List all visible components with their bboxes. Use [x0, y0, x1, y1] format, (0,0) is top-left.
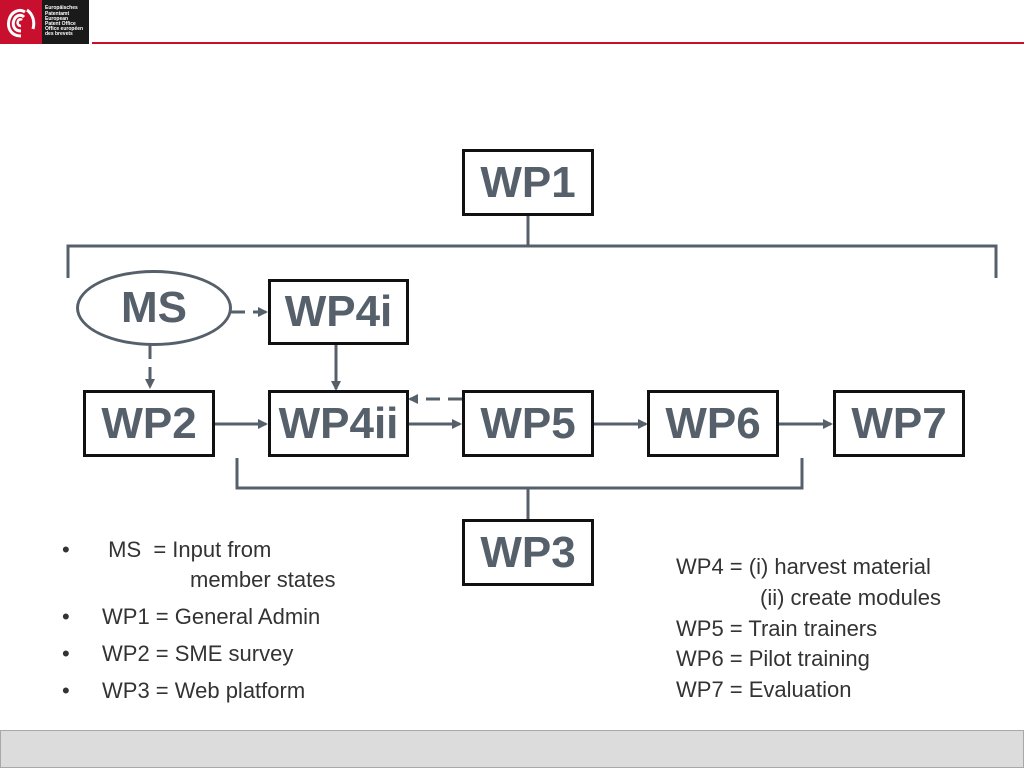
legend-line-wp6: WP6 = Pilot training: [676, 646, 870, 672]
legend-right: WP4 = (i) harvest material (ii) create m…: [676, 552, 941, 706]
legend-item-wp3: WP3 = Web platform: [62, 678, 336, 704]
wp6-label: WP6: [665, 398, 761, 448]
legend-text-continued: member states: [190, 567, 336, 592]
wp2-box: WP2: [83, 390, 215, 457]
legend-text: WP3 = Web platform: [102, 678, 306, 703]
wp5-label: WP5: [480, 398, 576, 448]
logo-line: Europäisches: [45, 5, 78, 12]
logo-line: Patentamt: [45, 10, 70, 17]
ms-ellipse: MS: [76, 270, 232, 346]
epo-logo: Europäisches Patentamt European Patent O…: [0, 0, 89, 44]
wp7-box: WP7: [833, 390, 965, 457]
epo-logo-mark: [0, 0, 42, 44]
footer-bar: [0, 730, 1024, 768]
wp3-box: WP3: [462, 519, 594, 586]
legend-item-ms: MS = Input from member states: [62, 537, 336, 593]
legend-line-wp4: WP4 = (i) harvest material: [676, 554, 931, 579]
logo-line: des brevets: [45, 31, 73, 38]
wp1-label: WP1: [480, 157, 576, 207]
legend-line-wp7: WP7 = Evaluation: [676, 677, 852, 703]
logo-line: European: [45, 15, 69, 22]
wp4ii-box: WP4ii: [268, 390, 409, 457]
bottom-bracket: [235, 458, 804, 490]
wp4ii-label: WP4ii: [278, 398, 399, 448]
legend-text: WP2 = SME survey: [102, 641, 294, 666]
wp6-box: WP6: [647, 390, 779, 457]
wp1-box: WP1: [462, 149, 594, 216]
ms-label: MS: [121, 283, 187, 332]
header-rule: [92, 42, 1024, 44]
top-bracket: [66, 244, 998, 278]
legend-line-wp5: WP5 = Train trainers: [676, 615, 878, 641]
legend-item-wp2: WP2 = SME survey: [62, 641, 336, 667]
wp2-label: WP2: [101, 398, 197, 448]
epo-logo-text: Europäisches Patentamt European Patent O…: [42, 6, 83, 37]
wp4i-box: WP4i: [268, 279, 409, 345]
epo-swirl-icon: [7, 8, 36, 38]
legend-item-wp1: WP1 = General Admin: [62, 604, 336, 630]
wp4i-label: WP4i: [284, 287, 393, 336]
legend-text: MS = Input from: [102, 537, 272, 562]
wp3-label: WP3: [480, 527, 576, 577]
legend-left: MS = Input from member states WP1 = Gene…: [62, 537, 336, 715]
wp7-label: WP7: [851, 398, 947, 448]
legend-line-wp4-ii: (ii) create modules: [760, 584, 941, 610]
logo-line: Patent Office: [45, 21, 76, 27]
wp5-box: WP5: [462, 390, 594, 457]
legend-text: WP1 = General Admin: [102, 604, 321, 629]
logo-line: Office européen: [45, 26, 84, 33]
